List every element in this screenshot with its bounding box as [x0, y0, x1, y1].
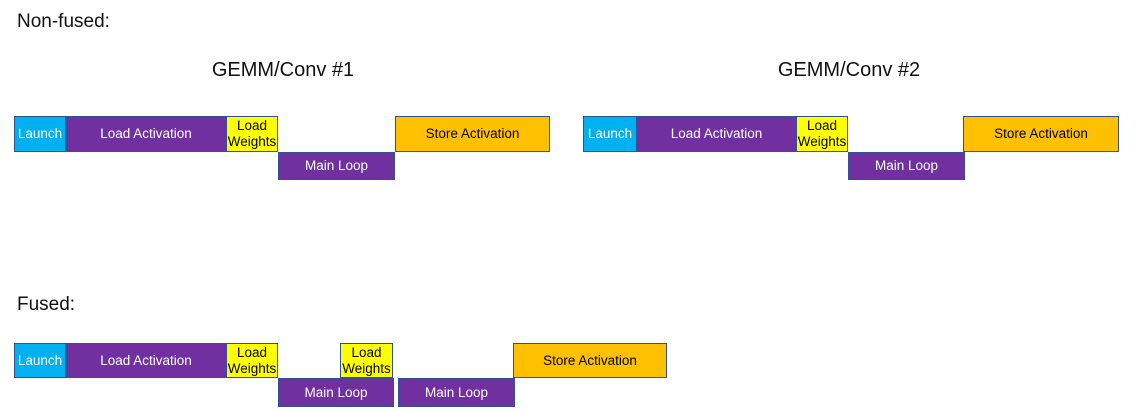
fused-launch-box: Launch	[14, 343, 66, 378]
gemm-conv-1-title: GEMM/Conv #1	[211, 59, 355, 81]
nonfused-gemm2-load-weights-box: Load Weights	[796, 116, 848, 152]
fused-section-title: Fused:	[17, 294, 76, 315]
fused-load-weights-2-box: Load Weights	[340, 343, 393, 378]
fused-main-loop-1-box: Main Loop	[278, 378, 394, 407]
fused-load-activation-box: Load Activation	[66, 343, 226, 378]
nonfused-gemm1-main-loop-box: Main Loop	[278, 152, 395, 180]
fused-load-weights-1-box: Load Weights	[226, 343, 278, 378]
nonfused-gemm2-store-activation-box: Store Activation	[963, 116, 1119, 152]
fused-main-loop-2-box: Main Loop	[398, 378, 515, 407]
nonfused-gemm1-load-weights-box: Load Weights	[226, 116, 278, 152]
nonfused-gemm1-store-activation-box: Store Activation	[395, 116, 550, 152]
gemm-conv-2-title: GEMM/Conv #2	[777, 59, 921, 81]
non-fused-section-title: Non-fused:	[17, 11, 110, 32]
nonfused-gemm1-launch-box: Launch	[14, 116, 66, 152]
nonfused-gemm2-load-activation-box: Load Activation	[637, 116, 796, 152]
nonfused-gemm1-load-activation-box: Load Activation	[66, 116, 226, 152]
nonfused-gemm2-main-loop-box: Main Loop	[848, 152, 965, 180]
fused-store-activation-box: Store Activation	[513, 343, 667, 378]
nonfused-gemm2-launch-box: Launch	[583, 116, 637, 152]
